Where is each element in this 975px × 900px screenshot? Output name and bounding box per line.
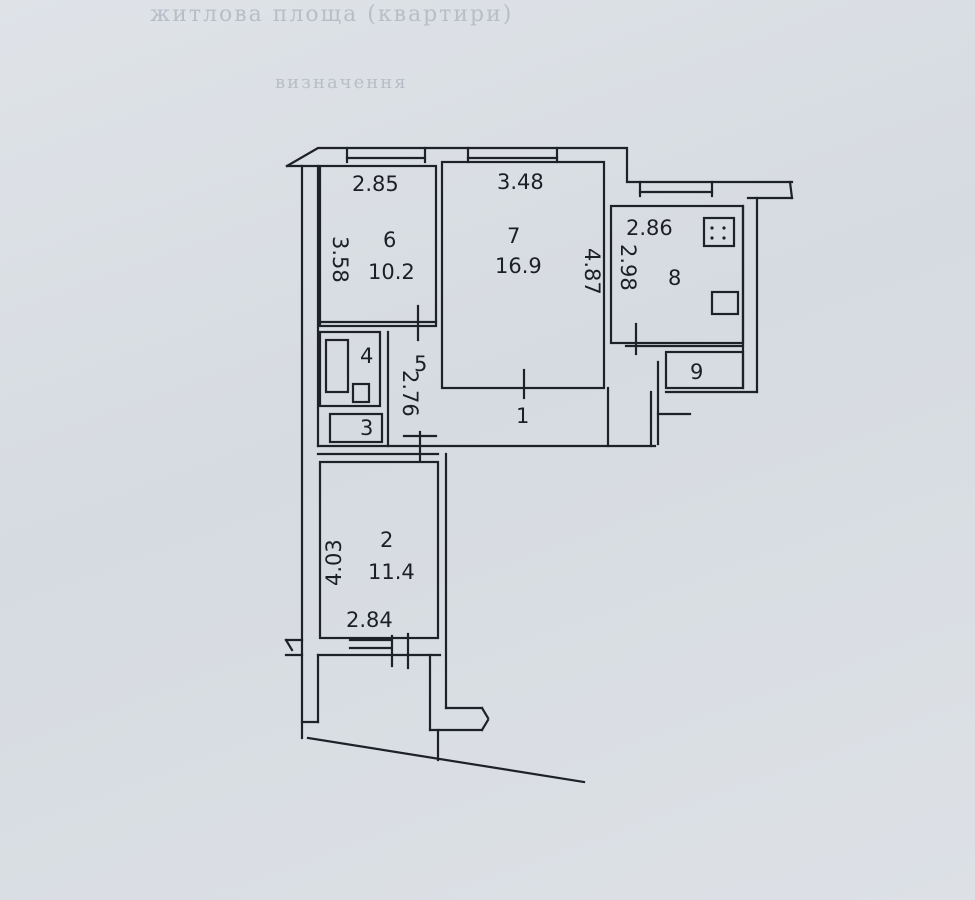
floor-plan-walls — [284, 146, 794, 784]
room-8-width: 2.86 — [626, 216, 673, 240]
room-5-number: 5 — [414, 352, 428, 376]
room-7-number: 7 — [507, 224, 521, 248]
room-7-depth: 4.87 — [580, 248, 604, 295]
room-2-width: 2.84 — [346, 608, 393, 632]
room-6-number: 6 — [383, 228, 397, 252]
room-2-area: 11.4 — [368, 560, 415, 584]
room-7-area: 16.9 — [495, 254, 542, 278]
room-3-number: 3 — [360, 416, 374, 440]
room-1-depth: 2.76 — [398, 370, 422, 417]
room-1-number: 1 — [516, 404, 530, 428]
room-8-depth: 2.98 — [616, 244, 640, 291]
room-2-depth: 4.03 — [322, 539, 346, 586]
room-4-number: 4 — [360, 344, 374, 368]
faded-subheader-text: визначення — [275, 72, 408, 93]
room-7-width: 3.48 — [497, 170, 544, 194]
room-8-number: 8 — [668, 266, 682, 290]
room-6-width: 2.85 — [352, 172, 399, 196]
room-6-area: 10.2 — [368, 260, 415, 284]
room-6-depth: 3.58 — [328, 236, 352, 283]
room-2-number: 2 — [380, 528, 394, 552]
room-9-number: 9 — [690, 360, 704, 384]
faded-header-text: житлова площа (квартири) — [150, 2, 514, 27]
stove-burners — [710, 226, 726, 240]
